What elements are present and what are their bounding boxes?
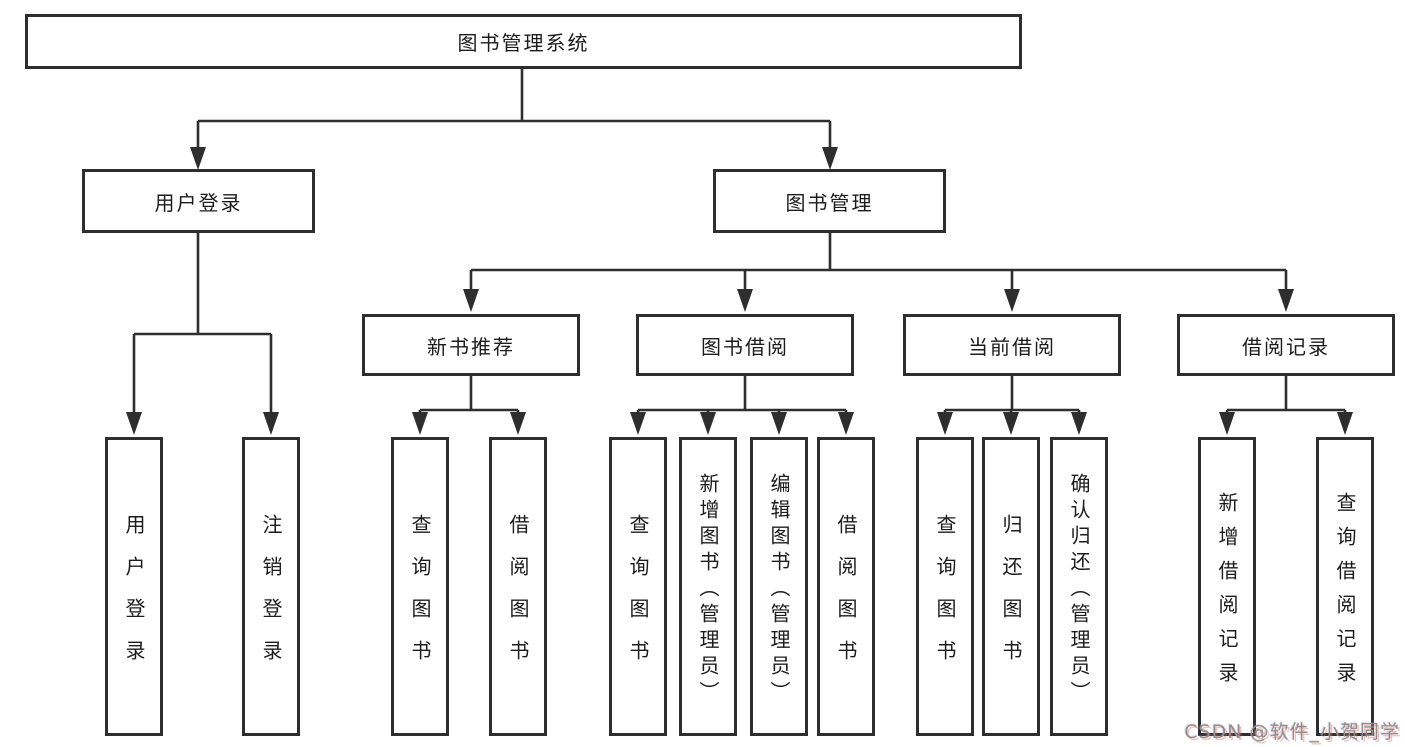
leaf-query-books-recommend-label: 查询图书 — [408, 513, 432, 682]
leaf-add-borrow-record-label: 新增借阅记录 — [1215, 491, 1239, 696]
leaf-borrow-books-recommend: 借阅图书 — [489, 437, 547, 736]
leaf-query-borrow-record: 查询借阅记录 — [1316, 437, 1374, 736]
leaf-edit-books-admin: 编辑图书（管理员） — [750, 437, 808, 736]
leaf-query-borrow-record-label: 查询借阅记录 — [1333, 491, 1357, 696]
leaf-user-login-label: 用户登录 — [122, 513, 146, 682]
connector-borrow-records — [1225, 376, 1347, 414]
leaf-logout: 注销登录 — [242, 437, 300, 736]
node-new-book-recommend: 新书推荐 — [362, 314, 580, 376]
node-user-login: 用户登录 — [82, 169, 315, 233]
node-book-management: 图书管理 — [713, 169, 946, 233]
leaf-query-books-current: 查询图书 — [916, 437, 974, 736]
node-book-borrow: 图书借阅 — [636, 314, 854, 376]
csdn-watermark: CSDN @软件_小贺同学 — [1184, 721, 1400, 743]
leaf-add-books-admin-label: 新增图书（管理员） — [696, 472, 720, 707]
leaf-query-books-borrow: 查询图书 — [609, 437, 667, 736]
leaf-confirm-return-admin-label: 确认归还（管理员） — [1067, 472, 1091, 707]
connector-new-books — [418, 376, 520, 414]
connector-current-borrow — [943, 376, 1081, 414]
leaf-edit-books-admin-label: 编辑图书（管理员） — [767, 472, 791, 707]
connector-root — [196, 68, 832, 150]
leaf-query-books-borrow-label: 查询图书 — [626, 513, 650, 682]
node-current-borrow: 当前借阅 — [903, 314, 1121, 376]
leaf-borrow-books: 借阅图书 — [817, 437, 875, 736]
leaf-user-login: 用户登录 — [105, 437, 163, 736]
leaf-confirm-return-admin: 确认归还（管理员） — [1050, 437, 1108, 736]
leaf-return-books-label: 归还图书 — [999, 513, 1023, 682]
leaf-borrow-books-label: 借阅图书 — [834, 513, 858, 682]
connector-book-borrow — [636, 376, 848, 414]
leaf-borrow-books-recommend-label: 借阅图书 — [506, 513, 530, 682]
leaf-query-books-recommend: 查询图书 — [391, 437, 449, 736]
node-root-system: 图书管理系统 — [25, 14, 1022, 69]
leaf-return-books: 归还图书 — [982, 437, 1040, 736]
leaf-add-borrow-record: 新增借阅记录 — [1198, 437, 1256, 736]
node-borrow-records: 借阅记录 — [1177, 314, 1395, 376]
leaf-logout-label: 注销登录 — [259, 513, 283, 682]
leaf-add-books-admin: 新增图书（管理员） — [679, 437, 737, 736]
connector-user-login — [132, 233, 273, 414]
leaf-query-books-current-label: 查询图书 — [933, 513, 957, 682]
connector-book-management — [469, 233, 1288, 292]
